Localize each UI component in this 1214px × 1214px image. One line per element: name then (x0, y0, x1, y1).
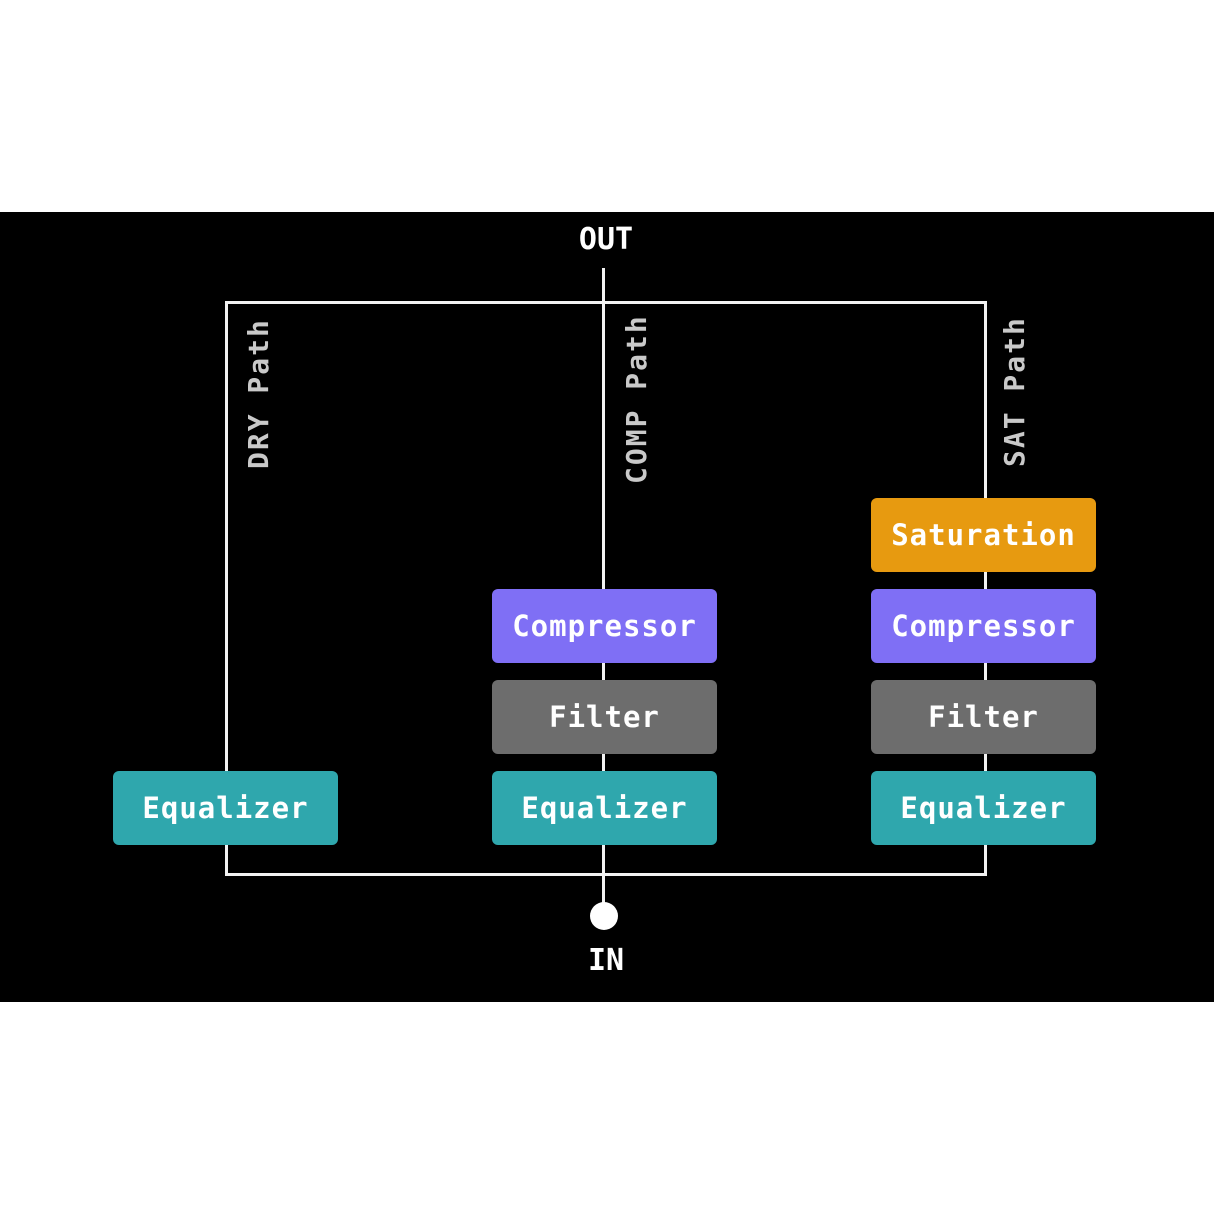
out-label: OUT (578, 222, 634, 257)
signal-flow-diagram: OUT IN DRY Path COMP Path SAT Path Equal… (0, 212, 1214, 1002)
comp-filter-block[interactable]: Filter (492, 680, 717, 754)
comp-equalizer-block[interactable]: Equalizer (492, 771, 717, 845)
bottom-bus-wire (225, 873, 987, 876)
sat-filter-block[interactable]: Filter (871, 680, 1096, 754)
sat-path-wire (984, 301, 987, 876)
top-bus-wire (225, 301, 987, 304)
sat-compressor-block[interactable]: Compressor (871, 589, 1096, 663)
sat-saturation-block[interactable]: Saturation (871, 498, 1096, 572)
sat-equalizer-block[interactable]: Equalizer (871, 771, 1096, 845)
dry-path-wire (225, 301, 228, 876)
in-label: IN (587, 943, 625, 978)
input-node (590, 902, 618, 930)
comp-compressor-block[interactable]: Compressor (492, 589, 717, 663)
dry-path-label: DRY Path (242, 318, 275, 469)
sat-path-label: SAT Path (998, 316, 1031, 467)
comp-path-label: COMP Path (620, 314, 653, 484)
dry-equalizer-block[interactable]: Equalizer (113, 771, 338, 845)
